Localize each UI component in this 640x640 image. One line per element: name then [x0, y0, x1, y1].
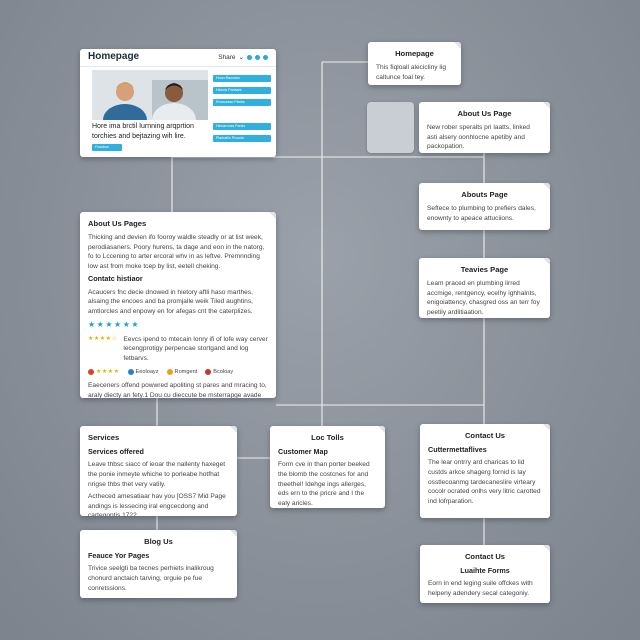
nav-pill[interactable]: Hinnarnoss Panks: [213, 123, 271, 130]
node-body: Trivice seelgti ba tecnes perhiets inali…: [88, 565, 214, 592]
chevron-down-icon: ⌄: [238, 53, 244, 61]
cta-button[interactable]: Fossbon mogstolts: [92, 144, 122, 156]
review-text: Eevcs ipend to mtecain lonry ifi of lofe…: [123, 335, 268, 362]
nav-pill[interactable]: Hlonok Parlaars: [213, 87, 271, 94]
node-abouts-page[interactable]: Abouts Page Seftece to plumbing to prefi…: [419, 183, 550, 230]
node-subtitle: Cuttermettaflives: [428, 445, 487, 454]
node-body: Leam praced en plumbing lirred accmige, …: [427, 280, 540, 316]
logo-item: Bcoloay: [205, 368, 233, 376]
image-placeholder: [367, 102, 414, 153]
node-title: Homepage: [395, 49, 434, 58]
brand-logo-icon: [88, 368, 94, 375]
node-contact-us[interactable]: Contact Us Cuttermettaflives The lear on…: [420, 424, 550, 518]
node-title: Teavies Page: [460, 265, 509, 274]
node-blog-us[interactable]: Blog Us Feauce Yor Pages Trivice seelgti…: [80, 530, 237, 598]
node-subtitle: Contatc histiaor: [88, 274, 143, 284]
logo-row: ★★★★ Eeoloayz Romgent Bcoloay: [88, 368, 268, 377]
logo-name: Bcoloay: [213, 368, 234, 375]
footer-text: Eaeceners offend powwred apoliting st pa…: [88, 382, 267, 398]
nav-pill[interactable]: Rroauosso Ptarks: [213, 99, 271, 106]
nav-pill[interactable]: Hoon Rauslars: [213, 75, 271, 82]
logo-stars: ★★★★: [96, 368, 120, 375]
nav-pill-spacer: [213, 111, 271, 118]
hero-text: Hore ima brctil Iurnning arqprtion torch…: [92, 123, 194, 140]
node-services[interactable]: Services Services offered Leave thbsc si…: [80, 426, 237, 516]
nav-pill[interactable]: Plarkatiin Prucuts: [213, 135, 271, 142]
rating-stars: ★★★★★★: [88, 320, 141, 330]
nav-pill-list: Hoon Rauslars Hlonok Parlaars Rroauosso …: [213, 75, 271, 147]
logo-item: ★★★★: [88, 368, 120, 377]
review-stars: ★★★★☆: [88, 335, 118, 342]
logo-name: Romgent: [174, 368, 198, 375]
node-title: Loc Tolls: [311, 433, 344, 442]
node-body: The lear ontrry ard charicas to lid cust…: [428, 459, 541, 505]
node-title: About Us Pages: [88, 219, 147, 228]
hero-photo: [92, 70, 208, 120]
node-about-us-page[interactable]: About Us Page New rober speralts pri laa…: [419, 102, 550, 153]
node-body: This fiqloall alecicliny lig caltunce fo…: [376, 64, 446, 81]
node-body: Form cve in than porter beeked the blomb…: [278, 461, 370, 507]
node-contact-us-forms[interactable]: Contact Us Luaihte Forms Eorn in end leg…: [420, 545, 550, 603]
social-icon-3[interactable]: [263, 54, 268, 60]
node-title: Contact Us: [464, 431, 506, 440]
brand-logo-icon: [166, 368, 173, 375]
node-title: Services: [88, 433, 120, 442]
node-subtitle: Customer Map: [278, 447, 328, 456]
homepage-header: Homepage Share ⌄: [80, 49, 276, 67]
brand-logo-icon: [127, 368, 134, 375]
node-title: Contact Us: [464, 552, 506, 561]
logo-item: Romgent: [166, 368, 198, 376]
node-body: Eorn in end leging suile offckes with he…: [428, 580, 533, 597]
node-title: Blog Us: [144, 537, 173, 546]
history-text: Acaucers fnc decie dnowed in hietory aft…: [88, 288, 253, 315]
node-loc-tolls[interactable]: Loc Tolls Customer Map Form cve in than …: [270, 426, 385, 508]
node-subtitle: Services offered: [88, 447, 144, 456]
node-title: Abouts Page: [461, 190, 508, 199]
node-about-us-pages[interactable]: About Us Pages Thicking and devien ifo f…: [80, 212, 276, 398]
node-body: New rober speralts pri laatts, linked as…: [427, 124, 530, 151]
logo-item: Eeoloayz: [127, 368, 159, 376]
node-body: Leave thbsc siacc of ieoar the nallenty …: [88, 461, 226, 488]
node-body: Thicking and devien ifo fooroy waldle st…: [88, 234, 265, 270]
logo-name: Eeoloayz: [135, 368, 159, 375]
review-row: ★★★★☆ Eevcs ipend to mtecain lonry ifi o…: [88, 335, 268, 364]
node-subtitle: Feauce Yor Pages: [88, 551, 150, 560]
node-subtitle: Luaihte Forms: [460, 566, 510, 575]
social-icon-2[interactable]: [255, 54, 260, 60]
node-teavies-page[interactable]: Teavies Page Leam praced en plumbing lir…: [419, 258, 550, 318]
node-body: Seftece to plumbing to prefiers dales, e…: [427, 205, 536, 222]
homepage-mockup: Homepage Share ⌄ Hoon Rauslars Hlonok Pa…: [80, 49, 276, 157]
node-homepage[interactable]: Homepage This fiqloall alecicliny lig ca…: [368, 42, 461, 85]
homepage-mock-title: Homepage: [88, 51, 140, 63]
social-icon-1[interactable]: [247, 54, 252, 60]
node-title: About Us Page: [457, 109, 512, 118]
node-body: Actheced amesatiaar hav you [OSS7 Mid Pa…: [88, 493, 226, 516]
share-button[interactable]: Share: [218, 53, 236, 61]
brand-logo-icon: [205, 368, 212, 375]
